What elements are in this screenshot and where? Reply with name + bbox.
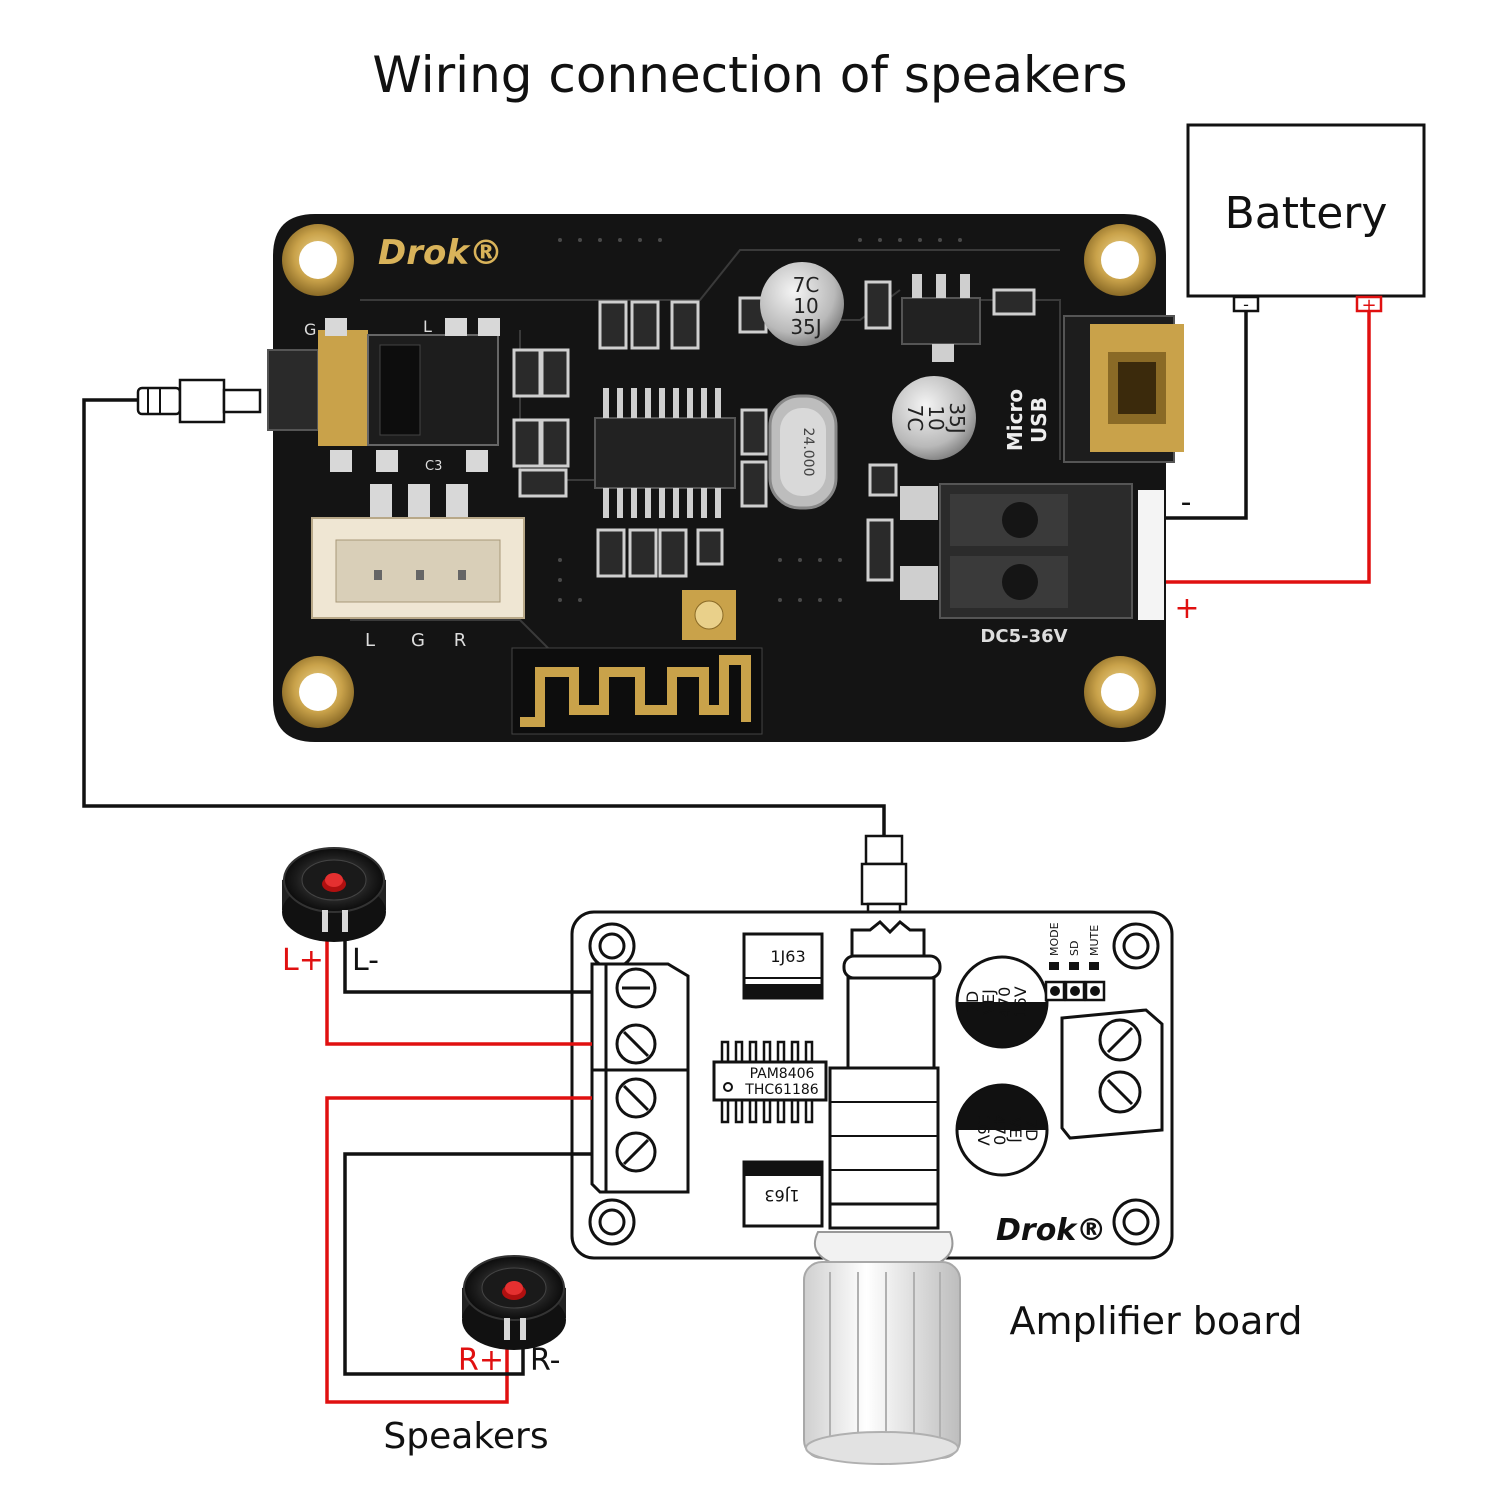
svg-text:7D: 7D bbox=[963, 991, 982, 1014]
svg-text:35J: 35J bbox=[790, 315, 821, 339]
left-plus-wire bbox=[325, 930, 592, 1046]
amp-board-logo: Drok® bbox=[996, 1213, 1106, 1248]
wire-plus-label: + bbox=[1174, 591, 1199, 626]
svg-text:DC5-36V: DC5-36V bbox=[980, 626, 1067, 647]
speaker-right bbox=[462, 1255, 566, 1350]
svg-text:7C: 7C bbox=[903, 405, 927, 432]
amp-cap-top: 7D VEJ 470 16V bbox=[955, 955, 1049, 1049]
svg-text:35J: 35J bbox=[945, 402, 969, 433]
amp-power-terminal bbox=[1060, 1008, 1164, 1140]
speaker-right-minus-label: R- bbox=[530, 1343, 560, 1378]
svg-text:+: + bbox=[1361, 295, 1376, 316]
svg-text:16V: 16V bbox=[974, 1114, 993, 1145]
left-minus-wire bbox=[343, 930, 592, 994]
amp-jumpers: MODE SD MUTE bbox=[1044, 922, 1106, 1002]
amplifier-chip: PAM8406 THC61186 bbox=[712, 1040, 828, 1124]
bt-board-logo: Drok® bbox=[378, 233, 503, 273]
amp-mount-holes bbox=[588, 922, 1160, 1246]
volume-knob bbox=[803, 919, 961, 1465]
svg-text:VEJ: VEJ bbox=[1006, 1117, 1025, 1143]
electrolytic-cap-1: 7C 10 35J bbox=[760, 262, 844, 346]
svg-text:1J63: 1J63 bbox=[770, 947, 805, 966]
audio-plug-top bbox=[136, 378, 262, 424]
svg-text:Micro: Micro bbox=[1003, 389, 1027, 451]
svg-text:24.000: 24.000 bbox=[800, 428, 816, 477]
audio-cable bbox=[82, 398, 886, 836]
jst-connector: L G R bbox=[311, 484, 525, 651]
svg-text:L: L bbox=[423, 317, 432, 336]
bt-mount-hole-bl bbox=[282, 656, 354, 728]
svg-text:R: R bbox=[454, 630, 467, 651]
svg-text:C3: C3 bbox=[425, 459, 442, 474]
inductor-bottom: 1J63 bbox=[742, 1160, 824, 1228]
power-screw-terminal: DC5-36V bbox=[900, 483, 1164, 647]
svg-text:G: G bbox=[304, 320, 316, 339]
bluetooth-board: Drok® G L C3 L G bbox=[267, 214, 1184, 742]
svg-text:7D: 7D bbox=[1022, 1119, 1041, 1142]
speaker-right-plus-label: R+ bbox=[458, 1343, 504, 1378]
bt-smd-parts bbox=[512, 280, 1036, 582]
diagram-title: Wiring connection of speakers bbox=[372, 46, 1127, 104]
svg-text:PAM8406: PAM8406 bbox=[750, 1066, 815, 1082]
battery-positive-wire bbox=[1120, 311, 1371, 584]
electrolytic-cap-2: 35J 10 7C bbox=[892, 376, 976, 460]
audio-jack: G L C3 bbox=[267, 317, 500, 474]
antenna bbox=[511, 590, 763, 735]
speaker-screw-terminal bbox=[590, 962, 690, 1194]
bt-board-vias bbox=[558, 238, 962, 602]
bt-main-ic bbox=[594, 388, 736, 518]
svg-text:470: 470 bbox=[995, 987, 1014, 1018]
voltage-regulator bbox=[901, 274, 981, 362]
bt-mount-hole-tr bbox=[1084, 224, 1156, 296]
svg-text:1J63: 1J63 bbox=[764, 1186, 799, 1205]
speaker-left-minus-label: L- bbox=[352, 943, 379, 978]
svg-text:10: 10 bbox=[924, 405, 948, 430]
audio-plug-bottom bbox=[860, 834, 908, 924]
svg-text:16V: 16V bbox=[1011, 986, 1030, 1017]
svg-text:470: 470 bbox=[990, 1115, 1009, 1146]
battery-negative-terminal: - bbox=[1232, 295, 1260, 314]
svg-text:VEJ: VEJ bbox=[979, 989, 998, 1015]
bt-mount-hole-tl bbox=[282, 224, 354, 296]
speaker-left bbox=[282, 847, 386, 942]
svg-text:-: - bbox=[1243, 295, 1249, 314]
svg-text:MODE: MODE bbox=[1048, 922, 1061, 956]
speakers-caption: Speakers bbox=[383, 1416, 548, 1457]
svg-text:7C: 7C bbox=[793, 273, 820, 297]
speaker-left-plus-label: L+ bbox=[282, 943, 324, 978]
battery-label: Battery bbox=[1225, 188, 1388, 239]
right-plus-wire bbox=[325, 1096, 592, 1404]
battery-positive-terminal: + bbox=[1355, 295, 1383, 316]
svg-text:G: G bbox=[411, 630, 425, 651]
svg-text:SD: SD bbox=[1068, 941, 1081, 956]
svg-text:USB: USB bbox=[1027, 397, 1051, 443]
bt-mount-hole-br bbox=[1084, 656, 1156, 728]
inductor-top: 1J63 bbox=[742, 932, 824, 1000]
wire-minus-label: - bbox=[1181, 485, 1192, 520]
svg-text:L: L bbox=[365, 630, 375, 651]
micro-usb-port: Micro USB bbox=[1003, 315, 1184, 463]
svg-text:THC61186: THC61186 bbox=[744, 1082, 818, 1098]
svg-text:MUTE: MUTE bbox=[1088, 925, 1101, 956]
crystal-oscillator: 24.000 bbox=[768, 394, 838, 510]
amplifier-board-caption: Amplifier board bbox=[1010, 1299, 1303, 1343]
svg-text:10: 10 bbox=[793, 294, 818, 318]
battery: Battery - + bbox=[1186, 123, 1426, 316]
right-minus-wire bbox=[343, 1152, 592, 1376]
amp-cap-bottom: 7D VEJ 470 16V bbox=[955, 1083, 1049, 1177]
